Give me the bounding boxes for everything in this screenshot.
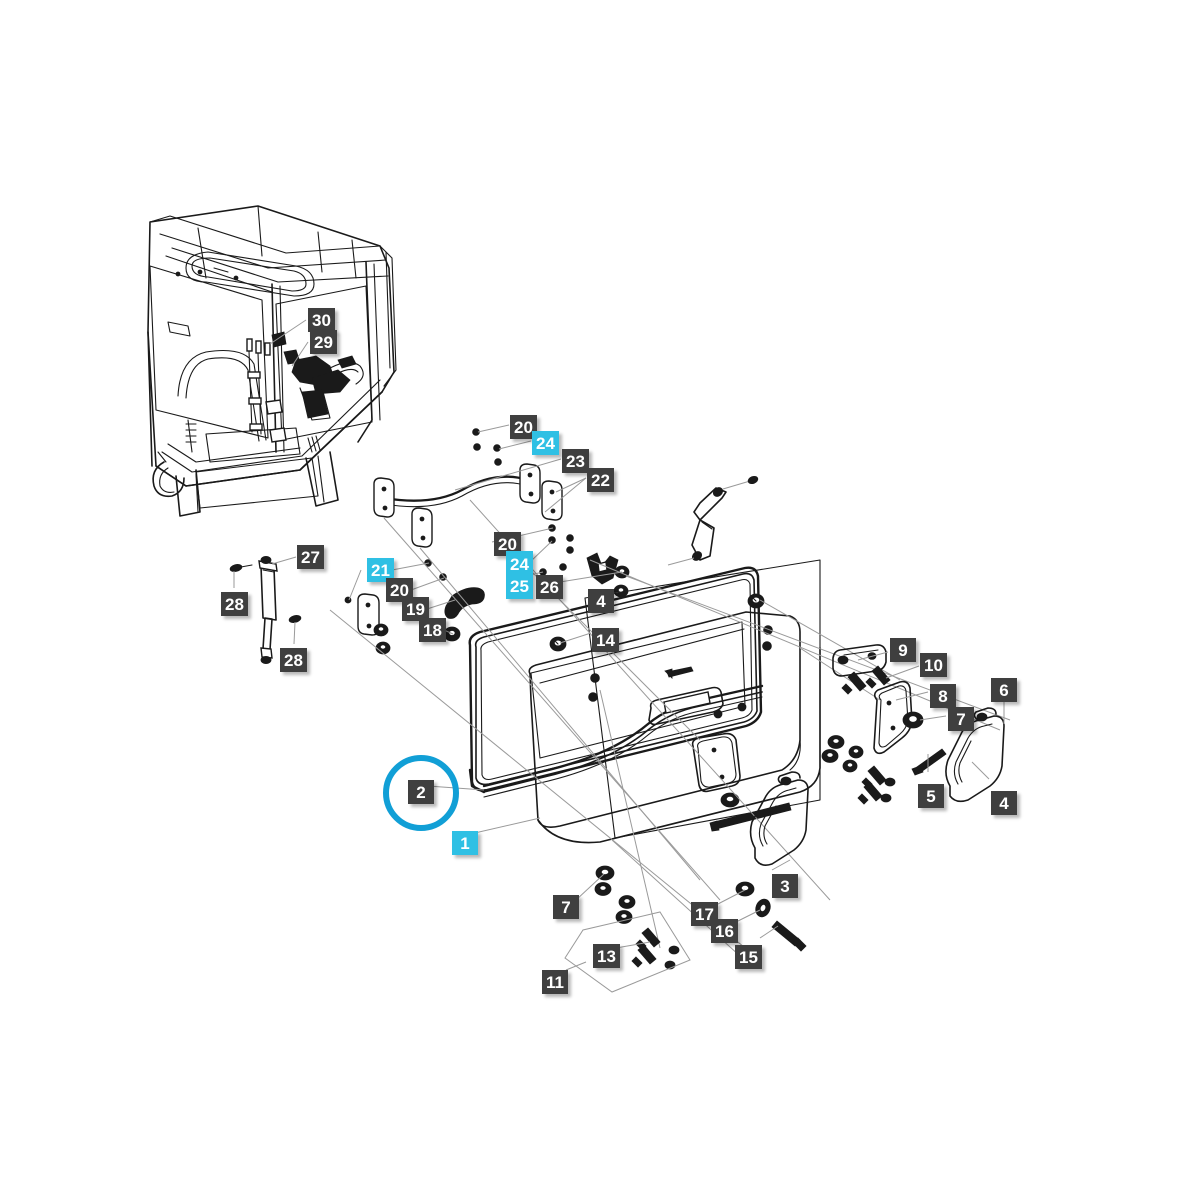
callout-7-a[interactable]: 7: [948, 707, 974, 731]
callout-label: 6: [999, 680, 1009, 700]
callout-28-b[interactable]: 28: [280, 648, 307, 672]
callout-label: 29: [314, 332, 333, 352]
callout-label: 13: [597, 946, 616, 966]
callout-10[interactable]: 10: [920, 653, 947, 677]
callout-label: 24: [536, 433, 555, 453]
callout-30[interactable]: 30: [308, 308, 335, 332]
callout-27[interactable]: 27: [297, 545, 324, 569]
callout-label: 27: [301, 547, 320, 567]
callout-label: 26: [540, 577, 559, 597]
callout-7-b[interactable]: 7: [553, 895, 579, 919]
callout-21[interactable]: 21: [367, 558, 394, 582]
callout-label: 22: [591, 470, 610, 490]
right-hinge-group: [821, 644, 1005, 805]
callout-label: 28: [225, 594, 244, 614]
callout-label: 10: [924, 655, 943, 675]
callout-3[interactable]: 3: [772, 874, 798, 898]
callout-8[interactable]: 8: [930, 684, 956, 708]
callout-2[interactable]: 2: [408, 780, 434, 804]
callout-label: 30: [312, 310, 331, 330]
callout-23[interactable]: 23: [562, 449, 589, 473]
upper-rod-assembly: [373, 428, 563, 548]
cab-frame-assembly: [147, 205, 397, 517]
gas-strut-upper-right: [667, 475, 759, 566]
bottom-hardware-group: [564, 865, 691, 993]
callout-4-a[interactable]: 4: [588, 589, 614, 613]
callout-29[interactable]: 29: [310, 330, 337, 354]
callout-label-25: 25: [510, 576, 529, 596]
callout-26[interactable]: 26: [536, 575, 563, 599]
latch-pins: [246, 338, 271, 435]
callout-16[interactable]: 16: [711, 919, 738, 943]
callout-18[interactable]: 18: [419, 618, 446, 642]
callout-15[interactable]: 15: [735, 945, 762, 969]
callout-label: 5: [926, 786, 936, 806]
latch-mechanism: [291, 355, 364, 421]
callout-label: 20: [514, 417, 533, 437]
callout-label: 19: [406, 599, 425, 619]
callout-label: 17: [695, 904, 714, 924]
callout-label: 1: [460, 833, 470, 853]
callout-1[interactable]: 1: [452, 831, 478, 855]
callout-6[interactable]: 6: [991, 678, 1017, 702]
callout-19[interactable]: 19: [402, 597, 429, 621]
callout-label: 7: [956, 709, 966, 729]
callout-label: 15: [739, 947, 758, 967]
callout-28-a[interactable]: 28: [221, 592, 248, 616]
callout-4-b[interactable]: 4: [991, 791, 1017, 815]
callout-label: 14: [596, 630, 615, 650]
callout-label: 2: [416, 782, 426, 802]
callout-label: 8: [938, 686, 948, 706]
callout-label: 18: [423, 620, 442, 640]
callout-label: 11: [546, 972, 564, 992]
callout-11[interactable]: 11: [542, 970, 568, 994]
callout-label: 4: [596, 591, 606, 611]
callout-label: 9: [898, 640, 908, 660]
callout-label: 28: [284, 650, 303, 670]
callout-label: 20: [390, 580, 409, 600]
callout-label: 21: [371, 560, 390, 580]
rear-window-door-assembly: [468, 559, 821, 844]
callout-label: 4: [999, 793, 1009, 813]
callout-24-a[interactable]: 24: [532, 431, 559, 455]
highlight-circle-part-2: [383, 755, 459, 831]
gas-strut-left: [229, 556, 302, 665]
callout-label: 7: [561, 897, 571, 917]
callout-24-25-stack[interactable]: 24 25: [506, 551, 533, 599]
callout-13[interactable]: 13: [593, 944, 620, 968]
callout-label: 16: [715, 921, 734, 941]
callout-14[interactable]: 14: [592, 628, 619, 652]
callout-label-24: 24: [510, 554, 529, 574]
callout-22[interactable]: 22: [587, 468, 614, 492]
callout-9[interactable]: 9: [890, 638, 916, 662]
callout-label: 20: [498, 534, 517, 554]
callout-20-b[interactable]: 20: [386, 578, 413, 602]
callout-label: 3: [780, 876, 790, 896]
callout-5[interactable]: 5: [918, 784, 944, 808]
callout-label: 23: [566, 451, 585, 471]
